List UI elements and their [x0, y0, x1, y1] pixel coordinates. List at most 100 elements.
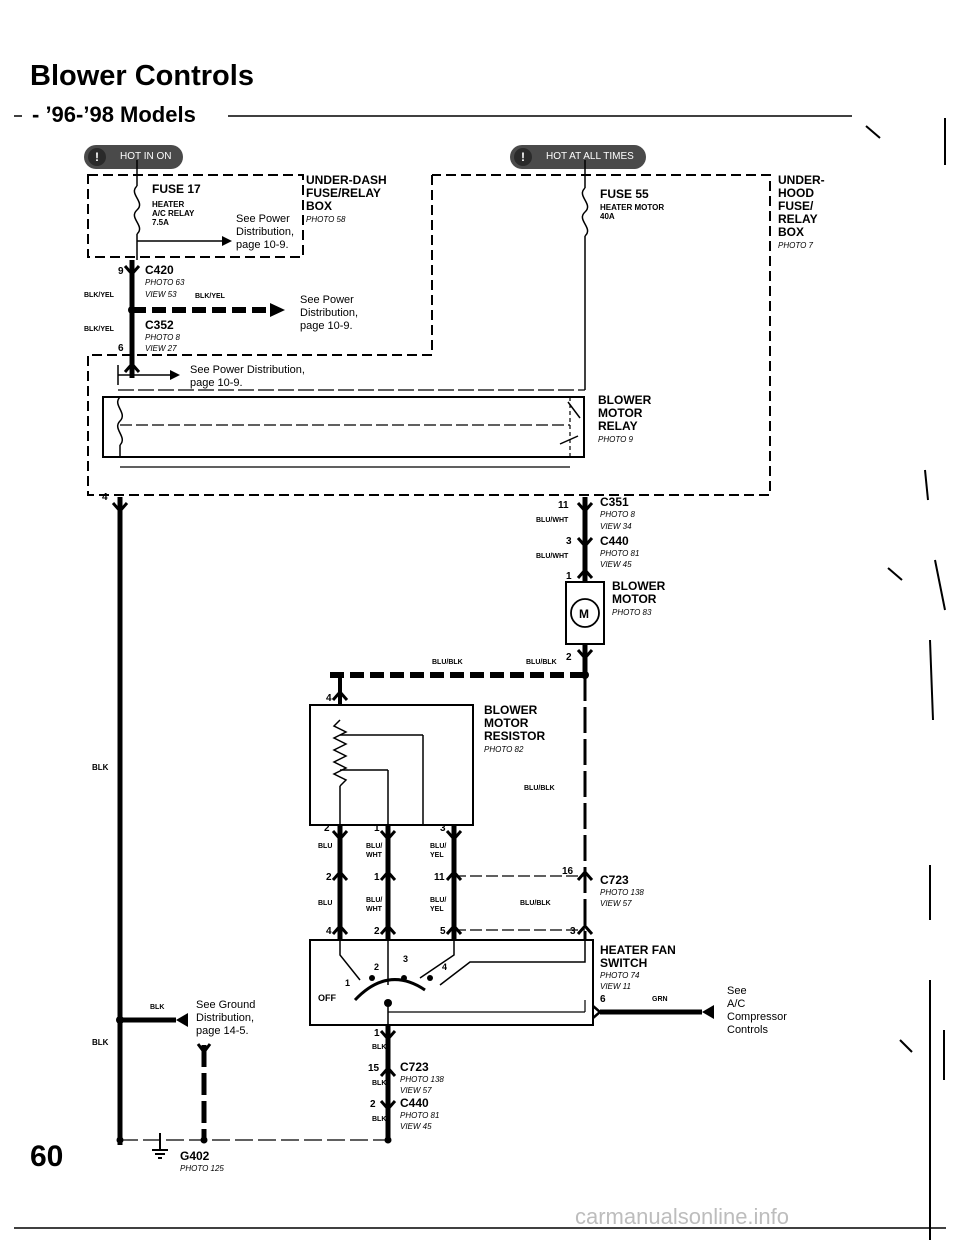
switch-pin-6: 6 [600, 994, 606, 1005]
hot-in-on-label: HOT IN ON [120, 151, 172, 162]
g402-photo: PHOTO 125 [180, 1164, 224, 1173]
switch-pin-left-1: 1 [345, 978, 350, 988]
switch-pin-bottom-1: 1 [374, 1028, 380, 1039]
fuse55-circuit: HEATER MOTOR [600, 203, 664, 212]
wire-blk-yel-1: BLK/YEL [84, 292, 115, 299]
switch-contact [427, 975, 433, 981]
switch-row2-pin-3: 3 [570, 926, 576, 937]
underdash-box-photo: PHOTO 58 [306, 215, 346, 224]
c440a-label: C440 [600, 534, 629, 548]
blower-motor-resistor [309, 675, 474, 826]
wire-blk-2: BLK [92, 1038, 109, 1047]
splice-bus-blk-yel [128, 303, 285, 317]
see-power-2-line1: See Power [300, 294, 354, 306]
fuse55-label: FUSE 55 [600, 187, 649, 201]
resistor-pin-4: 4 [326, 693, 332, 704]
motor-photo: PHOTO 83 [612, 608, 652, 617]
c723a-photo: PHOTO 138 [600, 888, 644, 897]
motor-label-2: MOTOR [612, 592, 657, 606]
wire-blu-blk-3: BLU/BLK [524, 785, 555, 792]
wire-blu-wht-4b: WHT [366, 906, 383, 913]
resistor-pin-2: 2 [324, 823, 330, 834]
underdash-box-label-1: UNDER-DASH [306, 173, 387, 187]
wire-blu-yel-2b: YEL [430, 906, 444, 913]
relay-pin-4: 4 [102, 492, 108, 503]
motor-symbol: M [579, 607, 589, 621]
see-ground-3: page 14-5. [196, 1025, 249, 1037]
see-power-1-line3: page 10-9. [236, 239, 289, 251]
switch-contact [369, 975, 375, 981]
resistor-photo: PHOTO 82 [484, 745, 524, 754]
c440b-pin: 2 [370, 1099, 376, 1110]
wire-blu-wht-3b: WHT [366, 852, 383, 859]
wire-blu-2: BLU [318, 900, 332, 907]
switch-contact [401, 975, 407, 981]
c440b-photo: PHOTO 81 [400, 1111, 439, 1120]
blk-trunk-wire [111, 497, 129, 1145]
speed-wires [331, 824, 594, 940]
relay-label-1: BLOWER [598, 393, 652, 407]
switch-pin-4: 4 [442, 962, 447, 972]
ground-bus [116, 1136, 392, 1144]
switch-row2-pin-2: 2 [374, 926, 380, 937]
underhood-box-label-1: UNDER- [778, 173, 825, 187]
see-power-3-line1: See Power Distribution, [190, 364, 305, 376]
blu-blk-wire [330, 644, 594, 940]
hot-at-all-times-badge: HOT AT ALL TIMES [510, 145, 646, 169]
warning-icon [514, 148, 532, 166]
switch-photo: PHOTO 74 [600, 971, 640, 980]
switch-pin-3: 3 [403, 954, 408, 964]
wire-blu-blk-1: BLU/BLK [526, 659, 557, 666]
c723b-view: VIEW 57 [400, 1086, 432, 1095]
g402-label: G402 [180, 1149, 210, 1163]
relay-label-3: RELAY [598, 419, 638, 433]
see-ground-1: See Ground [196, 999, 255, 1011]
wire-blu-blk-4: BLU/BLK [520, 900, 551, 907]
wire-blu-wht-2: BLU/WHT [536, 553, 569, 560]
c352-view: VIEW 27 [145, 344, 177, 353]
c723a-pin: 16 [562, 866, 574, 877]
underdash-fuse-box [87, 174, 304, 258]
fuse17-rating: 7.5A [152, 218, 169, 227]
page-title: Blower Controls [30, 60, 254, 92]
c352-photo: PHOTO 8 [145, 333, 181, 342]
see-ac-1: See [727, 985, 747, 997]
switch-pivot [384, 999, 392, 1007]
wire-blk-yel-2: BLK/YEL [195, 293, 226, 300]
watermark: carmanualsonline.info [575, 1204, 790, 1229]
switch-row-pin-11: 11 [434, 872, 445, 883]
hot-in-on-badge: HOT IN ON [84, 145, 184, 169]
c440a-pin: 3 [566, 536, 572, 547]
wire-grn: GRN [652, 996, 668, 1003]
see-power-3-line2: page 10-9. [190, 377, 243, 389]
resistor-pin-3: 3 [440, 823, 446, 834]
c420-label: C420 [145, 263, 174, 277]
wire-blk-4: BLK [372, 1044, 386, 1051]
wire-blu-yel-1a: BLU/ [430, 843, 446, 850]
page-subtitle: - ’96-’98 Models [32, 102, 196, 127]
c351-pin: 11 [558, 500, 569, 511]
c352-pin: 6 [118, 343, 124, 354]
wire-blk-3: BLK [150, 1004, 164, 1011]
underhood-box-label-2: HOOD [778, 186, 814, 200]
ground-drop-wire [196, 1043, 212, 1140]
resistor-label-2: MOTOR [484, 716, 529, 730]
warning-icon [88, 148, 106, 166]
c723a-label: C723 [600, 873, 629, 887]
switch-label-2: SWITCH [600, 956, 647, 970]
see-ac-2: A/C [727, 998, 745, 1010]
switch-label-1: HEATER FAN [600, 943, 676, 957]
relay-label-2: MOTOR [598, 406, 643, 420]
relay-photo: PHOTO 9 [598, 435, 634, 444]
switch-row2-pin-4: 4 [326, 926, 332, 937]
wire-blk-1: BLK [92, 763, 109, 772]
ground-branch [116, 1013, 188, 1027]
underdash-box-label-3: BOX [306, 199, 332, 213]
fuse55-symbol [581, 160, 589, 390]
fuse17-label: FUSE 17 [152, 182, 201, 196]
see-power-1-line2: Distribution, [236, 226, 294, 238]
see-ground-2: Distribution, [196, 1012, 254, 1024]
c440a-view: VIEW 45 [600, 560, 632, 569]
c351-view: VIEW 34 [600, 522, 632, 531]
